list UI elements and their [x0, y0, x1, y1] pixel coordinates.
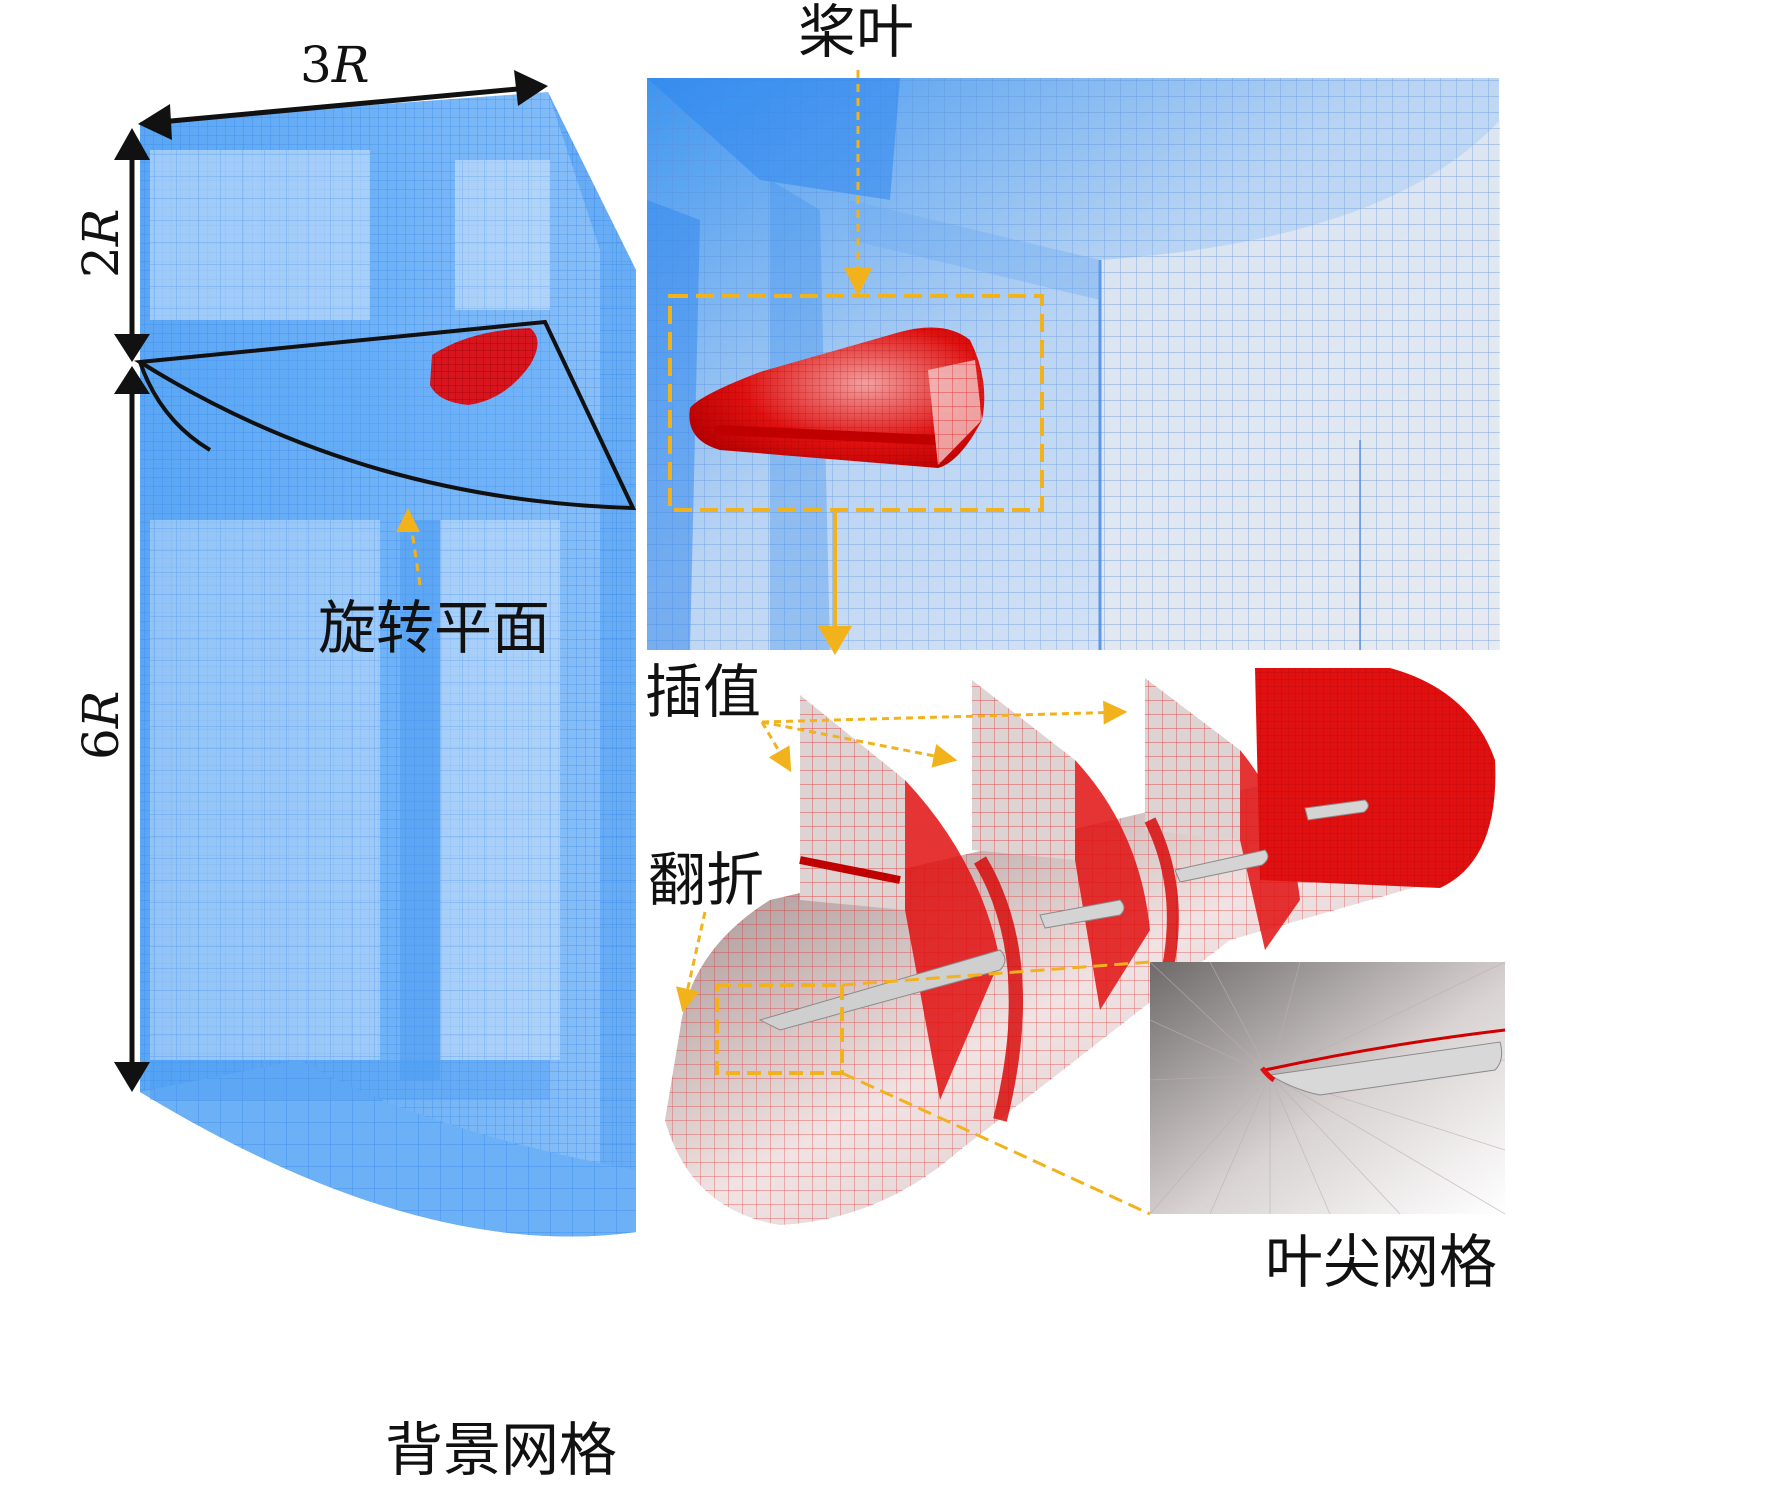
- dimension-6R: [114, 366, 150, 1092]
- inset-connector-top: [841, 960, 1151, 987]
- tip-blade-segment: [758, 949, 1006, 1031]
- tip-blade-inset: [1268, 1041, 1503, 1096]
- blade-3d: [689, 327, 985, 468]
- label-interpolation: 插值: [645, 658, 761, 726]
- dimension-3R: [138, 70, 548, 140]
- label-3R: 3R: [300, 36, 369, 94]
- interpolation-detail-panel: [665, 668, 1506, 1225]
- label-fold: 翻折: [648, 846, 764, 914]
- label-background-grid: 背景网格: [385, 1416, 617, 1484]
- fold-arrow: [676, 911, 707, 1013]
- tip-grid-inset: [1149, 961, 1506, 1215]
- label-6R: 6R: [72, 691, 130, 760]
- inset-connector-bottom: [841, 1071, 1151, 1216]
- blade-zoom-panel: [647, 78, 1500, 650]
- blade-highlight-box: [668, 294, 1044, 512]
- label-tip-grid: 叶尖网格: [1265, 1228, 1497, 1296]
- label-2R: 2R: [72, 209, 130, 278]
- interp-plane-4: [1255, 668, 1496, 888]
- dimension-2R: [114, 128, 150, 362]
- background-grid-panel: [114, 70, 637, 1237]
- interp-plane-2: [972, 680, 1150, 1010]
- fold-highlight-box: [715, 983, 844, 1075]
- label-rotation-plane: 旋转平面: [318, 594, 550, 662]
- interpolation-arrows: [760, 700, 1128, 773]
- label-blade: 桨叶: [798, 0, 914, 66]
- interp-plane-1: [800, 695, 1000, 1100]
